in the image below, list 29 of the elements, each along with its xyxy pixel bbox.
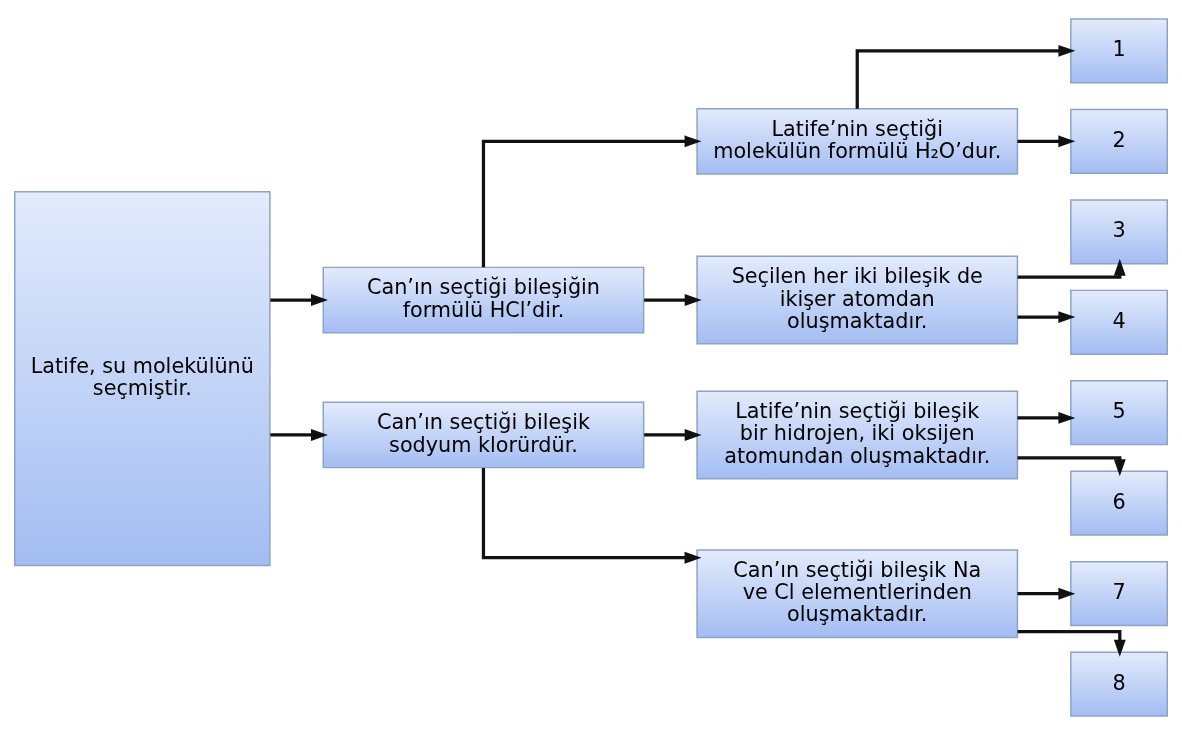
node-box: 3: [1070, 199, 1168, 265]
arrow: [1017, 135, 1076, 148]
arrow: [1017, 258, 1126, 279]
arrow: [644, 294, 702, 306]
arrow: [270, 429, 328, 441]
node-box: 8: [1070, 651, 1168, 717]
arrow: [270, 294, 328, 306]
node-box: Seçilen her iki bileşik de ikişer atomdan oluşmaktadır.: [696, 255, 1019, 345]
arrow: [1017, 629, 1126, 657]
node-box: 7: [1070, 561, 1168, 627]
node-box: Can’ın seçtiği bileşik sodyum klorürdür.: [322, 401, 645, 469]
arrow: [481, 135, 702, 268]
node-box: Latife, su molekülünü seçmiştir.: [14, 191, 271, 567]
node-box: 4: [1070, 289, 1168, 355]
arrow: [855, 44, 1076, 109]
arrow: [1017, 311, 1076, 323]
node-box: Can’ın seçtiği bileşiğin formülü HCl’dir.: [322, 266, 645, 334]
node-box: Can’ın seçtiği bileşik Na ve Cl elementlerinden oluşmaktadır.: [696, 549, 1019, 639]
node-box: 1: [1070, 18, 1168, 84]
node-box: Latife’nin seçtiği molekülün formülü H₂O’dur.: [696, 107, 1019, 175]
node-box: 2: [1070, 108, 1168, 174]
arrow: [481, 467, 702, 564]
arrow: [1017, 587, 1076, 600]
node-box: Latife’nin seçtiği bileşik bir hidrojen, iki oksijen atomundan oluşmaktadır.: [696, 390, 1019, 480]
node-box: 5: [1070, 380, 1168, 446]
arrow: [1017, 456, 1126, 477]
arrow: [1017, 412, 1076, 424]
arrow: [644, 429, 702, 441]
node-box: 6: [1070, 470, 1168, 536]
